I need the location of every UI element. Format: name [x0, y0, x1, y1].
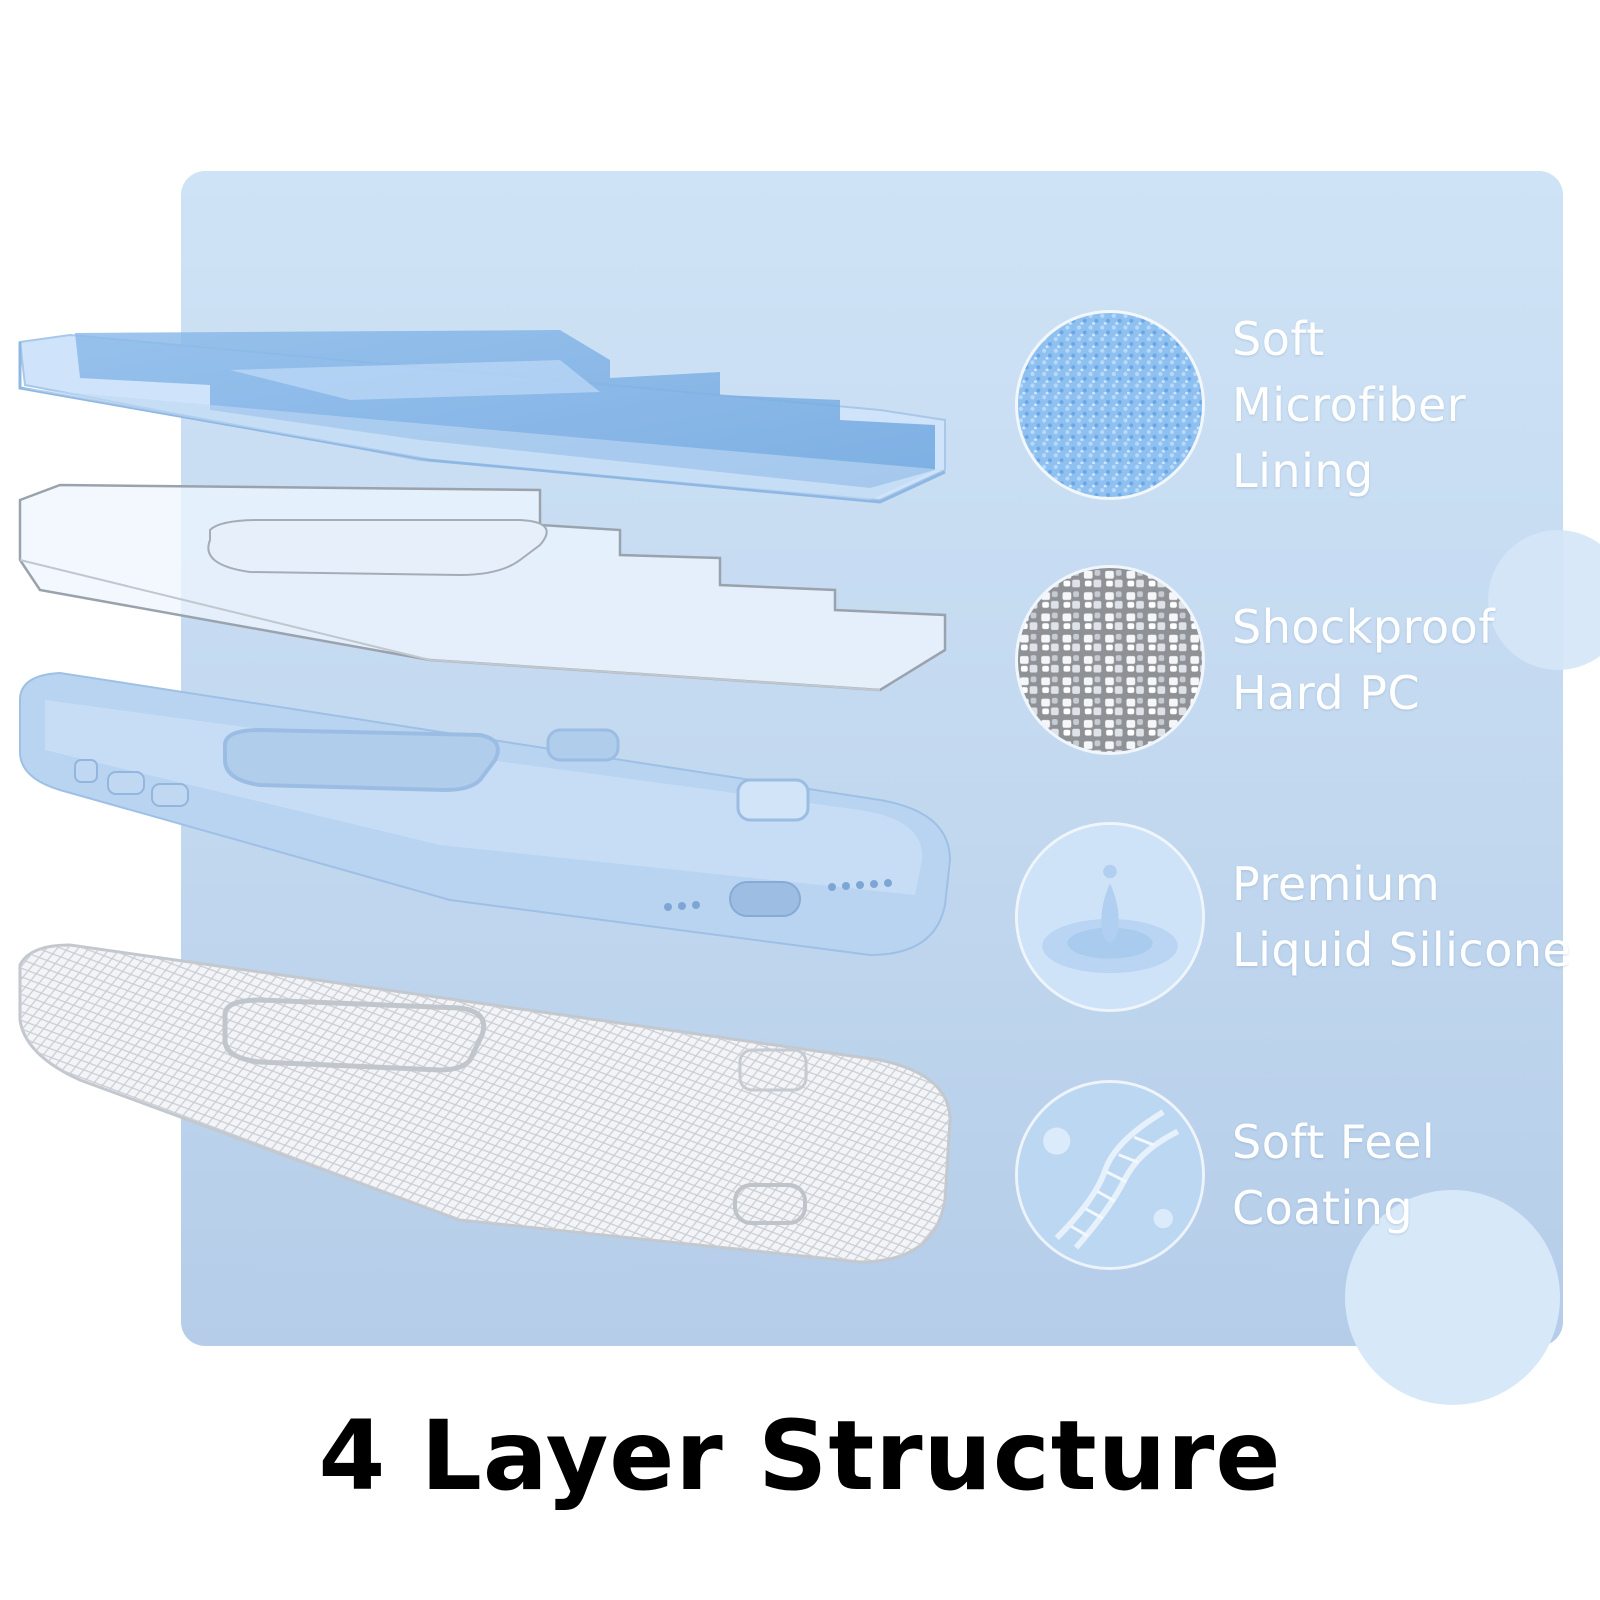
feature-line: Soft Feel: [1232, 1115, 1436, 1169]
feature-microfiber: Soft Microfiber Lining: [1015, 310, 1575, 500]
feature-line: Lining: [1232, 444, 1374, 498]
feature-line: Soft: [1232, 312, 1325, 366]
feature-liquid-silicone: Premium Liquid Silicone: [1015, 822, 1575, 1012]
feature-line: Premium: [1232, 857, 1441, 911]
feature-soft-feel-coating: Soft Feel Coating: [1015, 1080, 1575, 1270]
feature-line: Coating: [1232, 1181, 1414, 1235]
feature-line: Liquid Silicone: [1232, 923, 1572, 977]
liquid-drop-icon: [1015, 822, 1205, 1012]
feature-line: Shockproof: [1232, 600, 1496, 654]
dna-coating-icon: [1015, 1080, 1205, 1270]
feature-line: Hard PC: [1232, 666, 1421, 720]
feature-label: Soft Microfiber Lining: [1232, 310, 1466, 500]
page-title: 4 Layer Structure: [318, 1400, 1282, 1512]
decorative-circle: [1345, 1190, 1560, 1405]
feature-label: Shockproof Hard PC: [1232, 565, 1495, 755]
feature-hard-pc: Shockproof Hard PC: [1015, 565, 1575, 755]
feature-line: Microfiber: [1232, 378, 1467, 432]
pc-pellets-icon: [1015, 565, 1205, 755]
microfiber-texture-icon: [1015, 310, 1205, 500]
decorative-circle: [1488, 530, 1600, 670]
feature-label: Soft Feel Coating: [1232, 1080, 1435, 1270]
hard-pc-layer: [18, 483, 947, 692]
coating-layer: [18, 943, 952, 1264]
microfiber-lining-layer: [18, 330, 946, 504]
liquid-silicone-layer: [19, 671, 952, 957]
feature-label: Premium Liquid Silicone: [1232, 822, 1571, 1012]
